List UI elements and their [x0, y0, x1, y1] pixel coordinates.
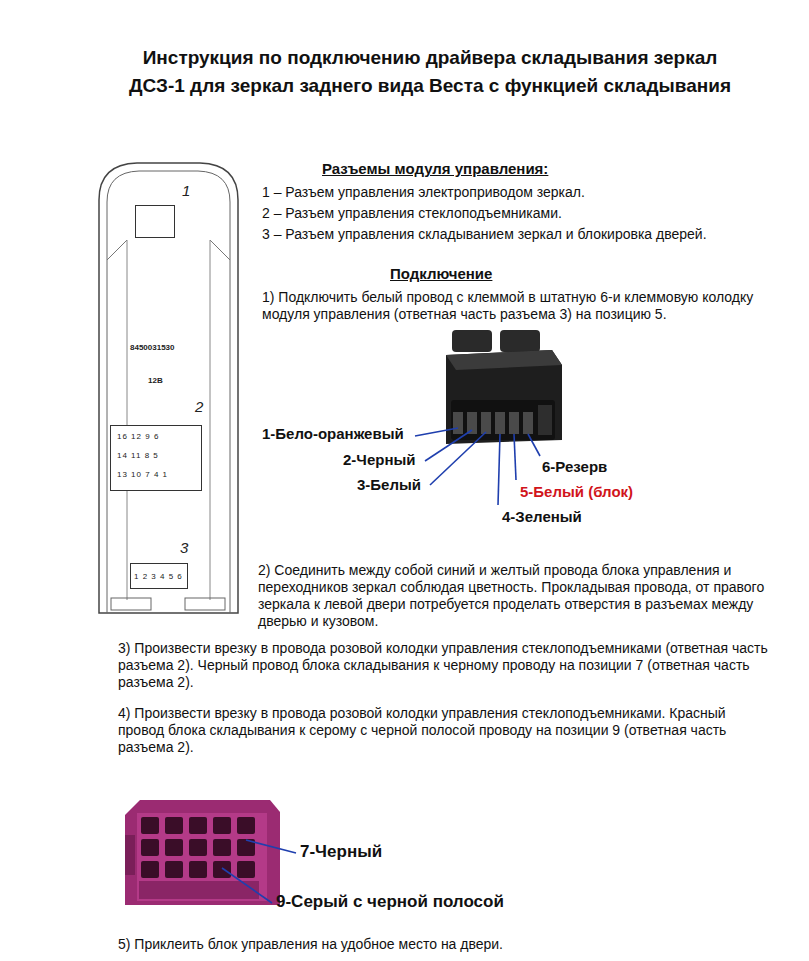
pin-numbers: 16 12 9 6: [117, 431, 159, 442]
step-text: 1) Подключить белый провод с клеммой в ш…: [262, 289, 767, 323]
connector-socket: 31 2 3 4 5 6: [130, 563, 188, 589]
twelve-pin-connector: [125, 800, 280, 905]
pin-numbers: 13 10 7 4 1: [117, 469, 168, 480]
pin-numbers: 14 11 8 5: [117, 450, 159, 461]
step-text: 4) Произвести врезку в провода розовой к…: [118, 705, 768, 756]
pin-label: 6-Резерв: [542, 458, 607, 475]
list-item: 2 – Разъем управления стеклоподъемниками…: [262, 205, 562, 222]
step-text: 2) Соединить между собой синий и желтый …: [258, 562, 788, 630]
pin-label: 2-Черный: [343, 451, 415, 468]
section-heading: Разъемы модуля управления:: [322, 160, 548, 177]
section-heading: Подключение: [390, 265, 492, 282]
pin-label: 4-Зеленый: [502, 508, 582, 525]
step-text: 3) Произвести врезку в провода розовой к…: [118, 640, 768, 691]
pin-label: 7-Черный: [300, 843, 382, 860]
pin-label: 9-Серый с черной полосой: [276, 893, 504, 910]
part-marking: 12В: [148, 375, 163, 386]
pin-label: 3-Белый: [357, 476, 421, 493]
title: Инструкция по подключению драйвера склад…: [120, 44, 740, 100]
six-pin-connector: [446, 330, 562, 444]
connector-socket: 1: [135, 205, 175, 238]
part-marking: 8450031530: [130, 342, 175, 353]
callout-number: 3: [180, 539, 188, 557]
callout-number: 1: [182, 182, 190, 200]
pin-label: 5-Белый (блок): [520, 483, 633, 500]
pin-label: 1-Бело-оранжевый: [262, 425, 404, 442]
callout-number: 2: [195, 398, 203, 416]
pin-numbers: 1 2 3 4 5 6: [134, 571, 183, 582]
control-module: 8450031530 12В 1 2 16 12 9 6 14 11 8 5 13 10 7…: [97, 160, 240, 615]
list-item: 3 – Разъем управления складыванием зерка…: [262, 226, 707, 243]
connector-socket: 216 12 9 614 11 8 513 10 7 4 1: [110, 425, 202, 491]
list-item: 1 – Разъем управления электроприводом зе…: [262, 184, 585, 201]
step-text: 5) Приклеить блок управления на удобное …: [118, 936, 503, 953]
